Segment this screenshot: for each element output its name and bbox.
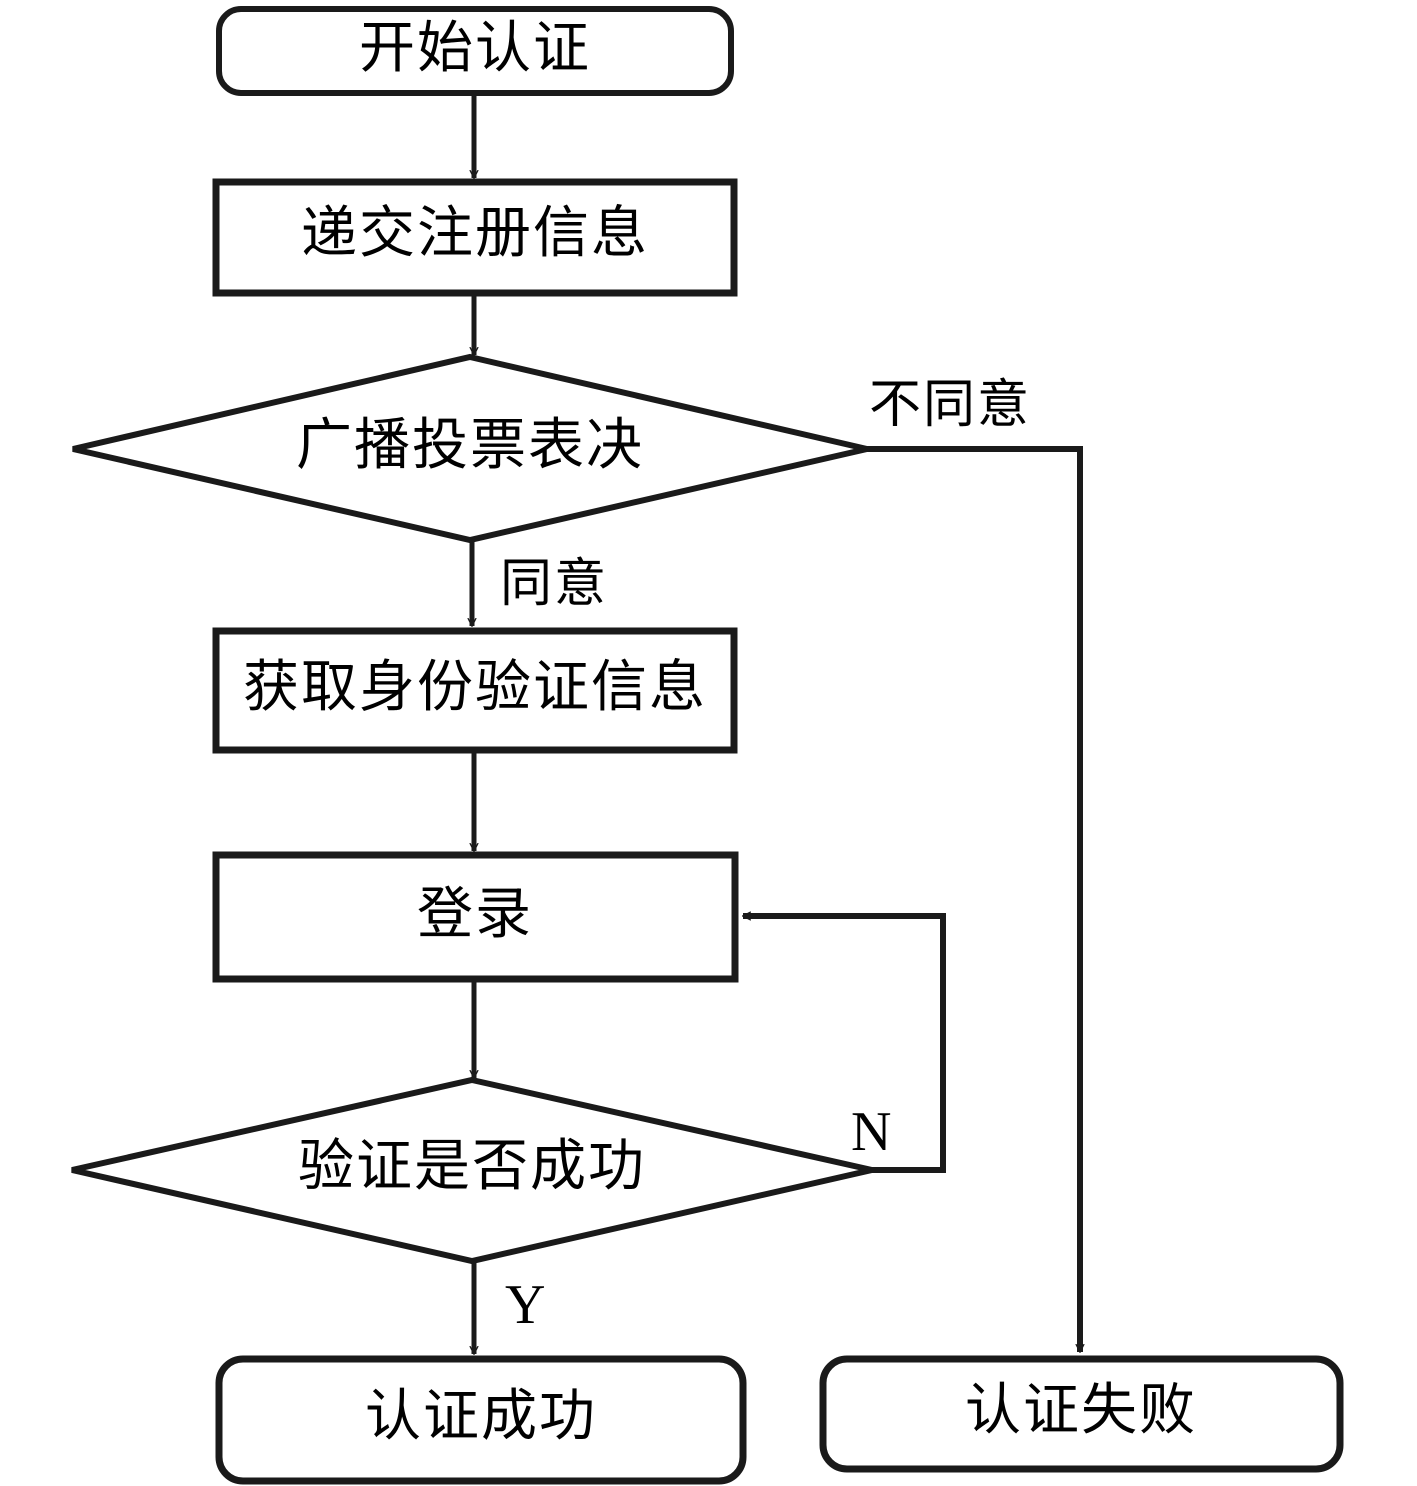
node-verify-label: 验证是否成功	[298, 1136, 646, 1198]
node-failure-label: 认证失败	[965, 1380, 1197, 1442]
node-login[interactable]: 登录	[212, 851, 739, 983]
node-vote-decision[interactable]: 广播投票表决	[72, 353, 868, 544]
submit-shape	[212, 178, 738, 297]
node-auth-success[interactable]: 认证成功	[215, 1355, 747, 1485]
node-success-label: 认证成功	[365, 1386, 597, 1448]
success-shape	[215, 1355, 747, 1485]
edge-label-yes: Y	[505, 1274, 545, 1336]
failure-shape	[819, 1355, 1344, 1473]
edge-path	[867, 446, 1080, 1352]
node-start-label: 开始认证	[359, 18, 591, 80]
node-submit-registration[interactable]: 递交注册信息	[212, 178, 738, 297]
edge-vote-to-failure: 不同意	[867, 377, 1080, 1352]
node-submit-label: 递交注册信息	[301, 203, 649, 265]
node-vote-label: 广播投票表决	[296, 415, 644, 477]
node-fetch-label: 获取身份验证信息	[243, 657, 707, 719]
node-start[interactable]: 开始认证	[216, 6, 734, 96]
edge-vote-to-fetch: 同意	[472, 540, 608, 626]
node-login-label: 登录	[417, 884, 533, 946]
node-fetch-identity-info[interactable]: 获取身份验证信息	[212, 627, 738, 754]
edge-label-agree: 同意	[500, 556, 608, 613]
edge-verify-to-success: Y	[474, 1261, 545, 1354]
edge-verify-to-login-retry: N	[743, 916, 946, 1173]
edge-label-disagree: 不同意	[869, 377, 1031, 434]
node-auth-failure[interactable]: 认证失败	[819, 1355, 1344, 1473]
node-verify-decision[interactable]: 验证是否成功	[71, 1076, 873, 1265]
edge-label-no: N	[851, 1101, 891, 1163]
edge-path	[743, 916, 946, 1173]
